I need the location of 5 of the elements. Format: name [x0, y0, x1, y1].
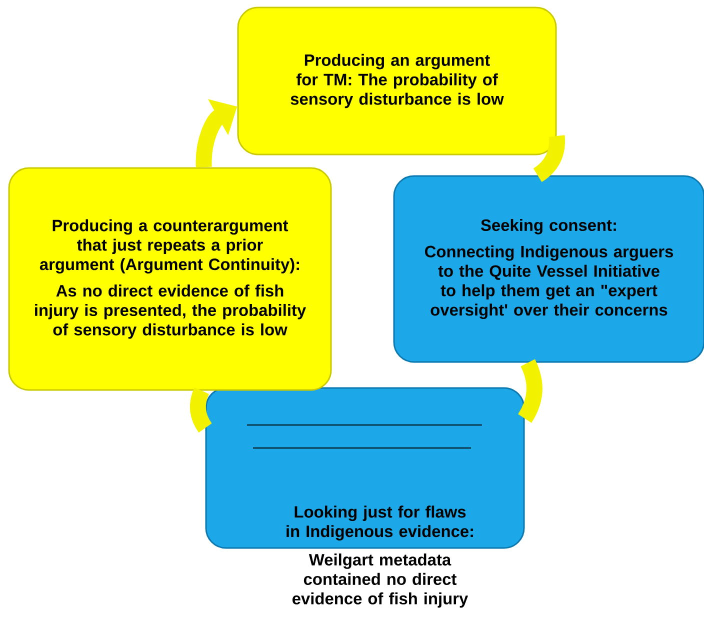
heading: Looking just for flaws in Indigenous evidence: — [286, 506, 473, 540]
process-box: Producing a counterargument that just repeats a prior argument (Argument Continuity): As no direct evidence of fish injury is presented, the probability of sensory disturbance is low — [8, 167, 332, 391]
process-box: Producing an argument for TM: The probability of sensory disturbance is low — [237, 6, 557, 156]
process-box: Seeking consent: Connecting Indigenous arguers to the Quite Vessel Initiative to help them get an "expert oversight' over their concerns — [393, 175, 704, 363]
description: Weilgart metadata contained no direct evidence of fish injury — [292, 554, 468, 608]
